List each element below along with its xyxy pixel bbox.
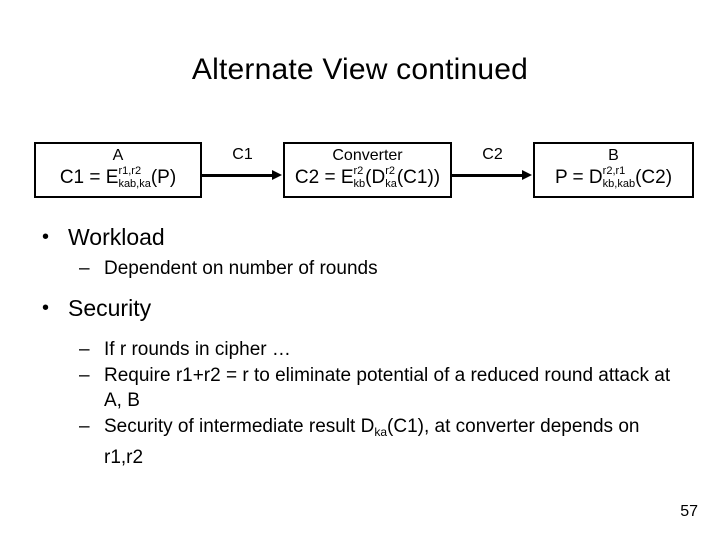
formula-superscript: r2,r1: [602, 165, 626, 177]
formula-suffix: (C2): [635, 167, 673, 188]
edge-label-c1: C1: [232, 146, 253, 163]
formula-suffix: (C1)): [396, 167, 441, 188]
diagram-node-a-title: A: [112, 147, 124, 164]
list-spacer: [0, 282, 720, 293]
bullet-security: Security: [0, 293, 720, 323]
edge-label-c2: C2: [482, 146, 503, 163]
bullet-workload-detail: Dependent on number of rounds: [0, 256, 720, 281]
formula-prefix: P = D: [554, 167, 603, 188]
security-detail-subscript: ka: [374, 425, 388, 439]
diagram-node-b-title: B: [608, 147, 619, 164]
formula-prefix: C1 = E: [59, 167, 119, 188]
formula-suffix: (P): [150, 167, 177, 188]
formula-superscript-2: r2: [385, 165, 395, 177]
formula-subscript: kb,kab: [602, 178, 636, 190]
bullet-security-detail-3: Security of intermediate result Dka(C1),…: [0, 414, 720, 470]
formula-superscript: r2: [353, 165, 364, 177]
bullet-security-detail-1: If r rounds in cipher …: [0, 337, 720, 362]
arrow-converter-to-b-icon: [452, 170, 532, 180]
page-title: Alternate View continued: [191, 53, 529, 86]
formula-subscript: kb: [353, 178, 366, 190]
formula-mid: (D: [365, 167, 386, 188]
formula-prefix: C2 = E: [294, 167, 354, 188]
diagram-node-converter-title: Converter: [332, 147, 403, 164]
security-detail-suffix: (C1), at converter depends on r1,r2: [104, 416, 640, 468]
arrow-a-to-converter-icon: [202, 170, 282, 180]
page-number: 57: [680, 503, 698, 520]
bullet-workload: Workload: [0, 222, 720, 252]
formula-superscript: r1,r2: [118, 165, 142, 177]
bullet-security-detail-2: Require r1+r2 = r to eliminate potential…: [0, 363, 720, 413]
bullet-list: Workload Dependent on number of rounds S…: [0, 222, 720, 471]
formula-subscript-2: ka: [385, 178, 397, 190]
list-spacer-2: [0, 327, 720, 337]
security-detail-prefix: Security of intermediate result D: [104, 416, 375, 437]
formula-subscript: kab,ka: [118, 178, 151, 190]
